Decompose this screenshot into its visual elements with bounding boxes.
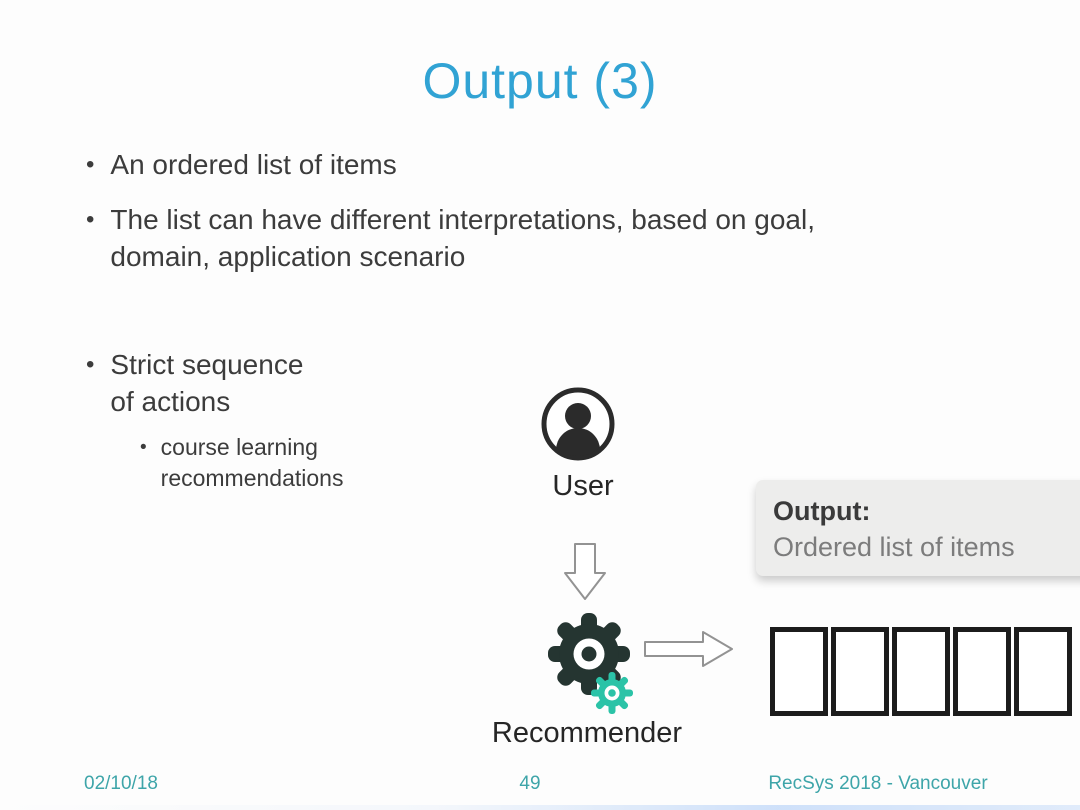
item-slot bbox=[831, 627, 889, 716]
down-arrow-icon bbox=[564, 543, 606, 600]
slide-title: Output (3) bbox=[422, 53, 658, 109]
sub-bullet-course-learning: • course learning recommendations bbox=[140, 432, 343, 494]
item-slot bbox=[1014, 627, 1072, 716]
bullet-text: Strict sequence of actions bbox=[110, 349, 304, 417]
bullet-marker: • bbox=[86, 151, 95, 178]
item-slot bbox=[953, 627, 1011, 716]
bullet-marker: • bbox=[86, 351, 95, 378]
bullet-text: course learning recommendations bbox=[160, 434, 344, 491]
bullet-marker: • bbox=[86, 206, 95, 233]
bullet-ordered-list: • An ordered list of items bbox=[86, 146, 397, 183]
bullet-text: The list can have different interpretati… bbox=[110, 204, 815, 272]
recommender-label: Recommender bbox=[491, 717, 683, 749]
right-arrow-icon bbox=[644, 631, 733, 667]
bullet-text: An ordered list of items bbox=[110, 149, 397, 180]
footer-page-number: 49 bbox=[519, 773, 541, 794]
output-callout-heading: Output: bbox=[773, 496, 871, 526]
bullet-interpretations: • The list can have different interpreta… bbox=[86, 201, 815, 275]
output-callout: Output: Ordered list of items bbox=[756, 480, 1080, 576]
output-callout-body: Ordered list of items bbox=[773, 532, 1015, 562]
user-icon bbox=[541, 387, 615, 461]
bullet-strict-sequence: • Strict sequence of actions bbox=[86, 346, 303, 420]
footer-date: 02/10/18 bbox=[84, 773, 158, 794]
footer-venue: RecSys 2018 - Vancouver bbox=[768, 773, 988, 794]
item-slot bbox=[892, 627, 950, 716]
item-slot bbox=[770, 627, 828, 716]
bottom-edge-strip bbox=[0, 805, 1080, 810]
user-label: User bbox=[552, 470, 614, 502]
small-gear-icon bbox=[591, 672, 633, 714]
recommender-gear-icon bbox=[548, 613, 630, 695]
item-slots-row bbox=[770, 627, 1072, 716]
bullet-marker: • bbox=[140, 437, 147, 458]
